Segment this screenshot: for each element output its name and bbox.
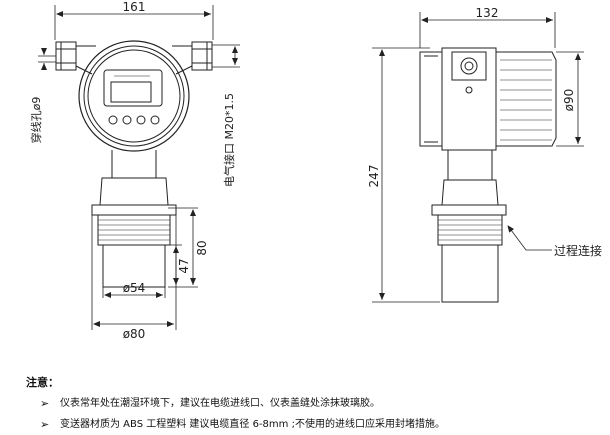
note-text: 仪表常年处在潮湿环境下，建议在电缆进线口、仪表盖缝处涂抹玻璃胶。 (60, 398, 380, 409)
left-cable-gland (55, 41, 77, 71)
note-text: 变送器材质为 ABS 工程塑料 建议电缆直径 6-8mm ;不使用的进线口应采用… (60, 419, 445, 430)
dim-247 (372, 47, 440, 303)
thread-section (97, 214, 171, 246)
side-housing (419, 47, 557, 151)
dim-dia90-label: ø90 (562, 89, 576, 112)
side-view (372, 12, 584, 303)
display-window (103, 69, 163, 107)
dim-47-label: 47 (177, 258, 191, 273)
front-view (38, 5, 240, 330)
dim-dia80 (91, 215, 177, 330)
process-connection-leader (507, 225, 552, 251)
dim-dia80-label: ø80 (123, 327, 146, 341)
note-item: ➢ 变送器材质为 ABS 工程塑料 建议电缆直径 6-8mm ;不使用的进线口应… (26, 414, 596, 435)
cable-hole-leader (38, 48, 56, 70)
dim-dia90 (556, 51, 584, 147)
notes-title: 注意： (26, 376, 59, 389)
dim-161 (54, 5, 214, 40)
dim-132-label: 132 (476, 6, 499, 20)
dim-80-label: 80 (195, 240, 209, 255)
notes-section: 注意： ➢ 仪表常年处在潮湿环境下，建议在电缆进线口、仪表盖缝处涂抹玻璃胶。 ➢… (26, 372, 596, 435)
right-cable-gland (191, 41, 213, 71)
dim-161-label: 161 (123, 0, 146, 14)
dim-dia54-label: ø54 (123, 281, 146, 295)
dim-247-label: 247 (367, 165, 381, 188)
electrical-port-label: 电气接口 M20*1.5 (222, 93, 236, 187)
process-connection-label: 过程连接 (554, 243, 602, 258)
dim-80-47 (165, 207, 198, 288)
dim-dia54 (102, 287, 166, 298)
cable-hole-label: 穿线孔ø9 (29, 97, 43, 144)
electrical-port-leader (212, 44, 240, 68)
keypad (108, 115, 160, 125)
note-item: ➢ 仪表常年处在潮湿环境下，建议在电缆进线口、仪表盖缝处涂抹玻璃胶。 (26, 393, 596, 414)
technical-drawing: 161 穿线孔ø9 电气接口 M20*1.5 80 47 ø54 ø80 (29, 0, 602, 341)
side-thread-section (437, 214, 503, 246)
bullet-arrow-icon: ➢ (40, 397, 50, 410)
dim-132 (419, 12, 556, 48)
housing-cover (78, 40, 190, 152)
bullet-arrow-icon: ➢ (40, 418, 50, 431)
